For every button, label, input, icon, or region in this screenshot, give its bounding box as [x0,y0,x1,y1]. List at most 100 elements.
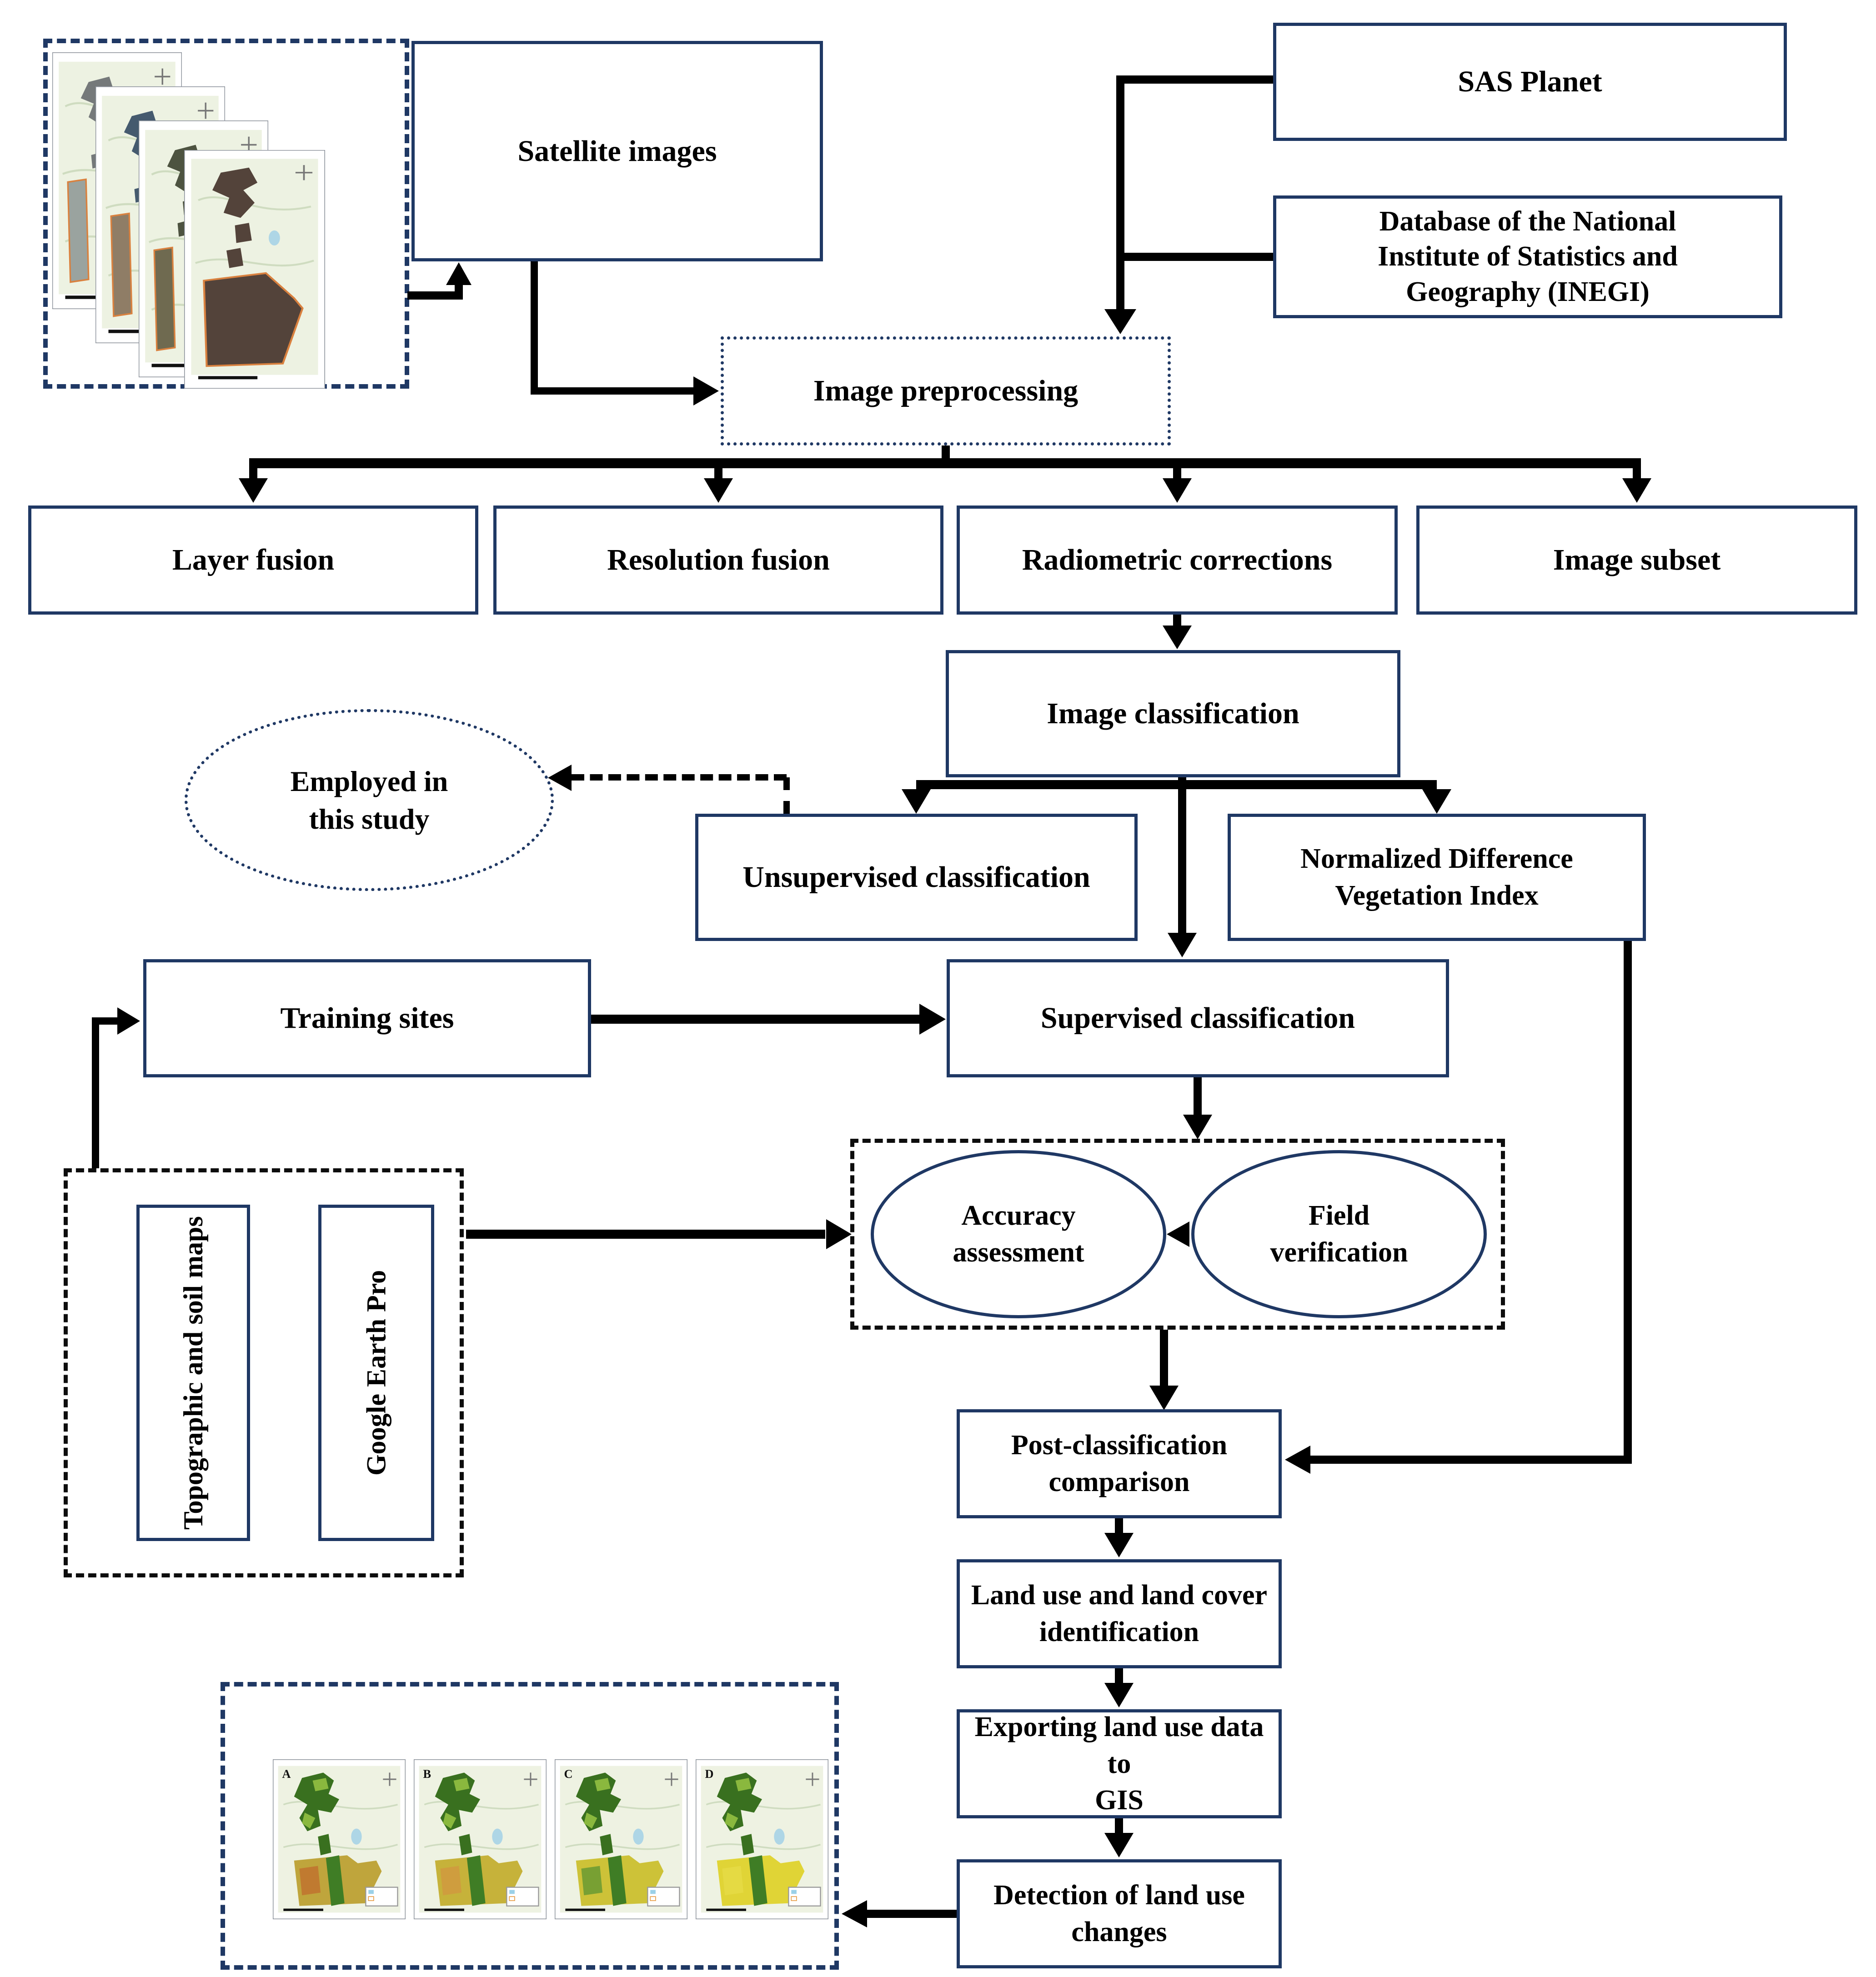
arrowhead-down-icon [1104,1683,1134,1707]
arrow-detection-to-maps [866,1910,957,1918]
line-branch-drop [1633,468,1641,480]
assessment-dashed-group [850,1139,1505,1330]
line-branch-drop [249,468,257,480]
arrow-sas-to-preprocessing [1116,75,1273,84]
arrowhead-down-icon [1149,1386,1179,1410]
arrowhead-down-icon [1104,1533,1134,1557]
arrow-export-to-detection [1115,1818,1123,1834]
compass-icon [806,1772,819,1786]
arrow-ndvi-to-post [1309,1456,1632,1464]
arrowhead-down-icon [239,478,268,503]
land-blob [212,167,258,218]
dashed-line-employed [572,774,787,781]
reference-data-dashed-group [64,1168,464,1577]
node-post-classification: Post-classification comparison [957,1409,1282,1518]
node-image-classification: Image classification [946,650,1400,777]
arrowhead-left-icon [842,1900,867,1927]
line-preprocessing-drop [942,445,950,459]
arrowhead-down-icon [1104,1833,1134,1857]
arrow-supervised-to-assessment [1194,1077,1202,1116]
compass-icon [155,68,171,85]
compass-icon [383,1772,396,1786]
result-map-tile: D [696,1759,828,1919]
arrowhead-down-icon [1163,478,1192,503]
node-label: Land use and land cover identification [971,1580,1268,1647]
arrowhead-down-icon [1163,626,1192,649]
node-label: Accuracy assessment [953,1200,1084,1268]
node-satellite-images: Satellite images [411,41,823,261]
line-branch-drop [714,468,722,480]
node-label: Image preprocessing [813,374,1078,408]
arrowhead-right-icon [117,1007,140,1035]
node-label: Training sites [280,1001,454,1035]
compass-icon [295,165,313,180]
node-label: Google Earth Pro [361,1270,391,1476]
node-label: Database of the National Institute of St… [1378,205,1678,307]
arrowhead-right-icon [693,376,719,405]
node-field-verification: Field verification [1191,1150,1487,1318]
arrow-ndvi-to-post [1624,941,1632,1464]
arrowhead-left-icon [1285,1446,1310,1474]
node-employed-in-study: Employed in this study [185,709,554,891]
arrow-stack-to-satellite [407,291,463,300]
node-accuracy-assessment: Accuracy assessment [871,1150,1166,1318]
result-map-tile: C [555,1759,687,1919]
arrow-landuse-to-export [1115,1668,1123,1684]
arrowhead-down-icon [1168,933,1197,957]
node-label: Radiometric corrections [1022,543,1333,577]
arrow-satellite-to-preprocessing [531,387,693,395]
arrowhead-up-icon [446,262,472,285]
arrowhead-down-icon [1104,309,1136,334]
node-layer-fusion: Layer fusion [28,506,478,615]
node-ndvi: Normalized Difference Vegetation Index [1228,814,1646,941]
arrow-radiometric-to-classification [1173,615,1181,628]
node-label: Layer fusion [172,543,335,577]
node-label: Exporting land use data to GIS [974,1712,1264,1816]
node-label: Field verification [1270,1200,1408,1268]
node-landuse-identification: Land use and land cover identification [957,1559,1282,1668]
tile-letter: D [705,1767,713,1781]
result-map-tile: B [414,1759,547,1919]
arrowhead-down-icon [902,789,931,814]
node-label: Supervised classification [1040,1001,1355,1035]
arrowhead-down-icon [1622,478,1651,503]
node-label: Post-classification comparison [1011,1430,1228,1497]
node-label: Image classification [1047,697,1299,731]
arrow-refdata-to-training [92,1017,119,1025]
node-supervised-classification: Supervised classification [947,959,1449,1077]
arrow-stack-to-satellite [455,284,463,300]
node-sas-planet: SAS Planet [1273,23,1787,141]
node-training-sites: Training sites [143,959,591,1077]
arrow-refdata-to-assessment [466,1230,825,1239]
node-resolution-fusion: Resolution fusion [493,506,943,615]
node-label: Employed in this study [290,765,448,835]
compass-icon [665,1772,678,1786]
node-label: Detection of land use changes [993,1880,1245,1947]
node-label: SAS Planet [1458,65,1602,99]
node-unsupervised-classification: Unsupervised classification [695,814,1138,941]
tile-letter: B [423,1767,431,1781]
arrowhead-left-icon [548,765,572,791]
node-inegi-database: Database of the National Institute of St… [1273,195,1782,318]
compass-icon [198,102,214,119]
arrowhead-right-icon [826,1219,852,1249]
satellite-map-thumbnail [184,150,325,389]
node-topographic-soil-maps: Topographic and soil maps [136,1205,250,1541]
arrow-post-to-landuse [1115,1518,1123,1534]
result-map-tile: A [273,1759,406,1919]
node-label: Resolution fusion [607,543,830,577]
node-label: Topographic and soil maps [178,1216,208,1530]
node-image-subset: Image subset [1416,506,1857,615]
node-label: Normalized Difference Vegetation Index [1300,843,1573,911]
compass-icon [524,1772,537,1786]
arrow-sas-to-preprocessing [1116,75,1124,310]
arrowhead-down-icon [704,478,733,503]
arrowhead-left-icon [1167,1221,1189,1247]
node-label: Unsupervised classification [742,861,1090,894]
node-label: Satellite images [517,134,717,168]
arrowhead-down-icon [1183,1115,1212,1139]
line-classification-spine [1178,777,1186,934]
arrow-training-to-supervised [591,1015,923,1024]
arrow-assessment-to-post [1160,1330,1168,1389]
